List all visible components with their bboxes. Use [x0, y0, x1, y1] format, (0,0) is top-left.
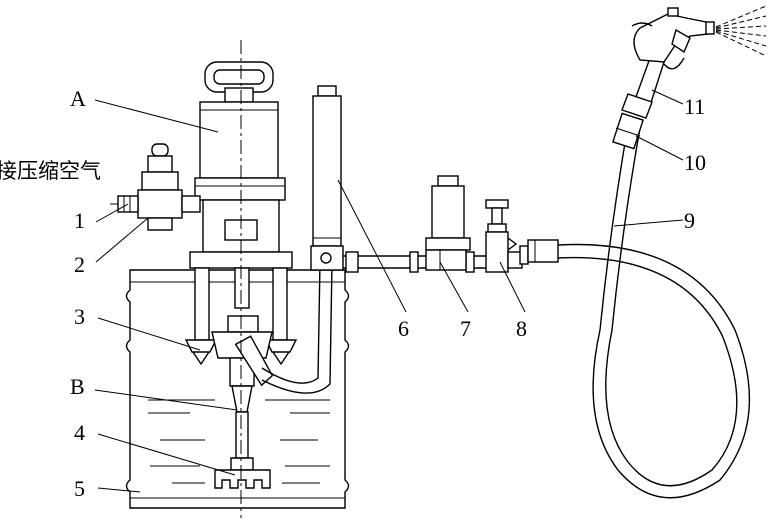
pump-air-motor: [189, 61, 293, 269]
label-3: 3: [74, 304, 85, 329]
label-6: 6: [398, 316, 409, 341]
label-1: 1: [74, 208, 85, 233]
paint-liquid: [148, 399, 330, 484]
pressure-gauge: [425, 175, 471, 271]
air-inlet-caption: 接压缩空气: [0, 159, 101, 183]
high-pressure-hose: [519, 124, 751, 499]
label-B: B: [70, 374, 85, 399]
shutoff-valve: [485, 199, 523, 273]
label-11: 11: [684, 94, 705, 119]
foot-filter: [214, 469, 271, 489]
high-pressure-filter: [310, 85, 344, 271]
high-pressure-line: [343, 251, 500, 273]
label-9: 9: [684, 208, 695, 233]
spray-fan: [715, 5, 767, 57]
label-8: 8: [516, 316, 527, 341]
leader-lines: [94, 89, 684, 493]
label-7: 7: [460, 316, 471, 341]
air-inlet-valve: [110, 143, 201, 231]
suction-tube: [229, 357, 255, 471]
label-5: 5: [74, 476, 85, 501]
label-A: A: [70, 86, 86, 111]
pump-outlet-pipe: [234, 261, 333, 394]
labels: A 接压缩空气 1 2 3 B 4 5 6 7 8 9 10 11: [0, 86, 706, 501]
spray-gun: [621, 7, 715, 119]
hose-coupling: [612, 112, 644, 150]
label-4: 4: [74, 420, 85, 445]
label-10: 10: [684, 150, 706, 175]
label-2: 2: [74, 252, 85, 277]
